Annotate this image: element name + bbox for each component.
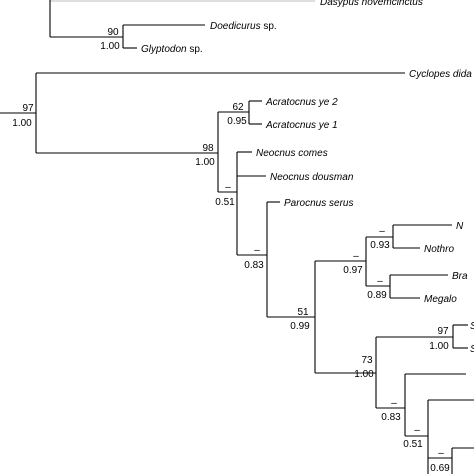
posterior-root: 1.00 xyxy=(12,118,32,129)
posterior-node-73: 1.00 xyxy=(354,369,374,380)
taxon-m: N xyxy=(456,221,464,232)
bootstrap-node-083: – xyxy=(254,245,260,256)
bootstrap-node-deep: – xyxy=(438,448,444,459)
bootstrap-node-98: 98 xyxy=(202,143,214,154)
bootstrap-node-089: – xyxy=(377,276,383,287)
bootstrap-node-51: 51 xyxy=(297,307,309,318)
posterior-node-97b: 1.00 xyxy=(429,341,449,352)
posterior-node-083b: 0.83 xyxy=(381,412,401,423)
posterior-acratocnus: 0.95 xyxy=(227,116,247,127)
posterior-node-083: 0.83 xyxy=(244,260,264,271)
taxon-dasypus: Dasypus novemcinctus xyxy=(320,0,423,8)
posterior-node-98: 1.00 xyxy=(195,157,215,168)
bootstrap-node-097: – xyxy=(353,251,359,262)
bootstrap-acratocnus: 62 xyxy=(232,102,244,113)
taxon-neocnus-dousman: Neocnus dousman xyxy=(270,172,354,183)
bootstrap-node-051: – xyxy=(225,182,231,193)
posterior-node-deep: 0.69 xyxy=(430,463,450,474)
taxon-s1: S xyxy=(470,321,474,332)
bootstrap-node-051b: – xyxy=(414,425,420,436)
taxon-megalo: Megalo xyxy=(424,294,457,305)
taxon-cyclopes: Cyclopes dida xyxy=(409,69,472,80)
bootstrap-root: 97 xyxy=(22,103,34,114)
posterior-node-097: 0.97 xyxy=(343,265,363,276)
posterior-node-051b: 0.51 xyxy=(403,439,423,450)
bootstrap-glyptodont: 90 xyxy=(107,27,119,38)
taxon-acratocnus-2: Acratocnus ye 2 xyxy=(265,97,338,108)
bootstrap-node-083b: – xyxy=(391,398,397,409)
taxon-s2: S xyxy=(470,344,474,355)
posterior-node-093: 0.93 xyxy=(370,240,390,251)
bootstrap-node-093: – xyxy=(379,226,385,237)
taxon-acratocnus-1: Acratocnus ye 1 xyxy=(265,120,338,131)
support-values: 90 1.00 97 1.00 62 0.95 98 1.00 – 0.51 –… xyxy=(12,27,450,474)
bootstrap-node-73: 73 xyxy=(361,355,373,366)
taxon-bra: Bra xyxy=(452,271,468,282)
bootstrap-node-97b: 97 xyxy=(437,326,449,337)
posterior-node-089: 0.89 xyxy=(367,290,387,301)
posterior-node-051: 0.51 xyxy=(215,197,235,208)
taxon-doedicurus: Doedicurus sp. xyxy=(210,21,277,32)
taxon-neocnus-comes: Neocnus comes xyxy=(256,148,328,159)
posterior-glyptodont: 1.00 xyxy=(100,41,120,52)
posterior-node-51: 0.99 xyxy=(290,321,310,332)
taxon-parocnus: Parocnus serus xyxy=(284,198,353,209)
taxon-nothro: Nothro xyxy=(424,244,454,255)
taxon-labels: Dasypus novemcinctus Doedicurus sp. Glyp… xyxy=(141,0,474,355)
taxon-glyptodon: Glyptodon sp. xyxy=(141,44,203,55)
